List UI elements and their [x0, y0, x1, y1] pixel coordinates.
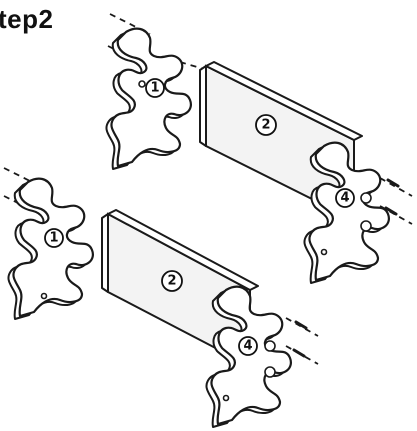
lower-assembly: 1 2 4 — [3, 167, 319, 428]
callout-badge: 1 — [44, 228, 64, 248]
callout-badge: 1 — [145, 78, 165, 98]
side-piece-left — [105, 27, 193, 170]
screw — [384, 206, 398, 216]
side-piece-right — [205, 285, 293, 428]
side-piece-left — [7, 177, 95, 320]
panel-part — [101, 209, 259, 368]
callout-number: 4 — [243, 339, 252, 354]
callout-badge: 4 — [335, 188, 355, 208]
callout-badge: 2 — [255, 114, 277, 136]
callout-badge: 4 — [238, 336, 258, 356]
side-piece-right — [303, 141, 391, 284]
screw — [292, 348, 306, 358]
step-title: tep2 — [0, 4, 54, 34]
callout-number: 2 — [261, 118, 270, 133]
callout-number: 4 — [340, 191, 349, 206]
alignment-line — [379, 177, 413, 197]
callout-number: 1 — [150, 81, 159, 96]
upper-assembly: 1 2 4 — [105, 13, 413, 284]
alignment-line — [179, 61, 215, 73]
screw — [386, 178, 400, 188]
callout-number: 2 — [167, 274, 176, 289]
callout-badge: 2 — [161, 270, 183, 292]
callout-number: 1 — [49, 231, 58, 246]
screw — [294, 320, 308, 330]
